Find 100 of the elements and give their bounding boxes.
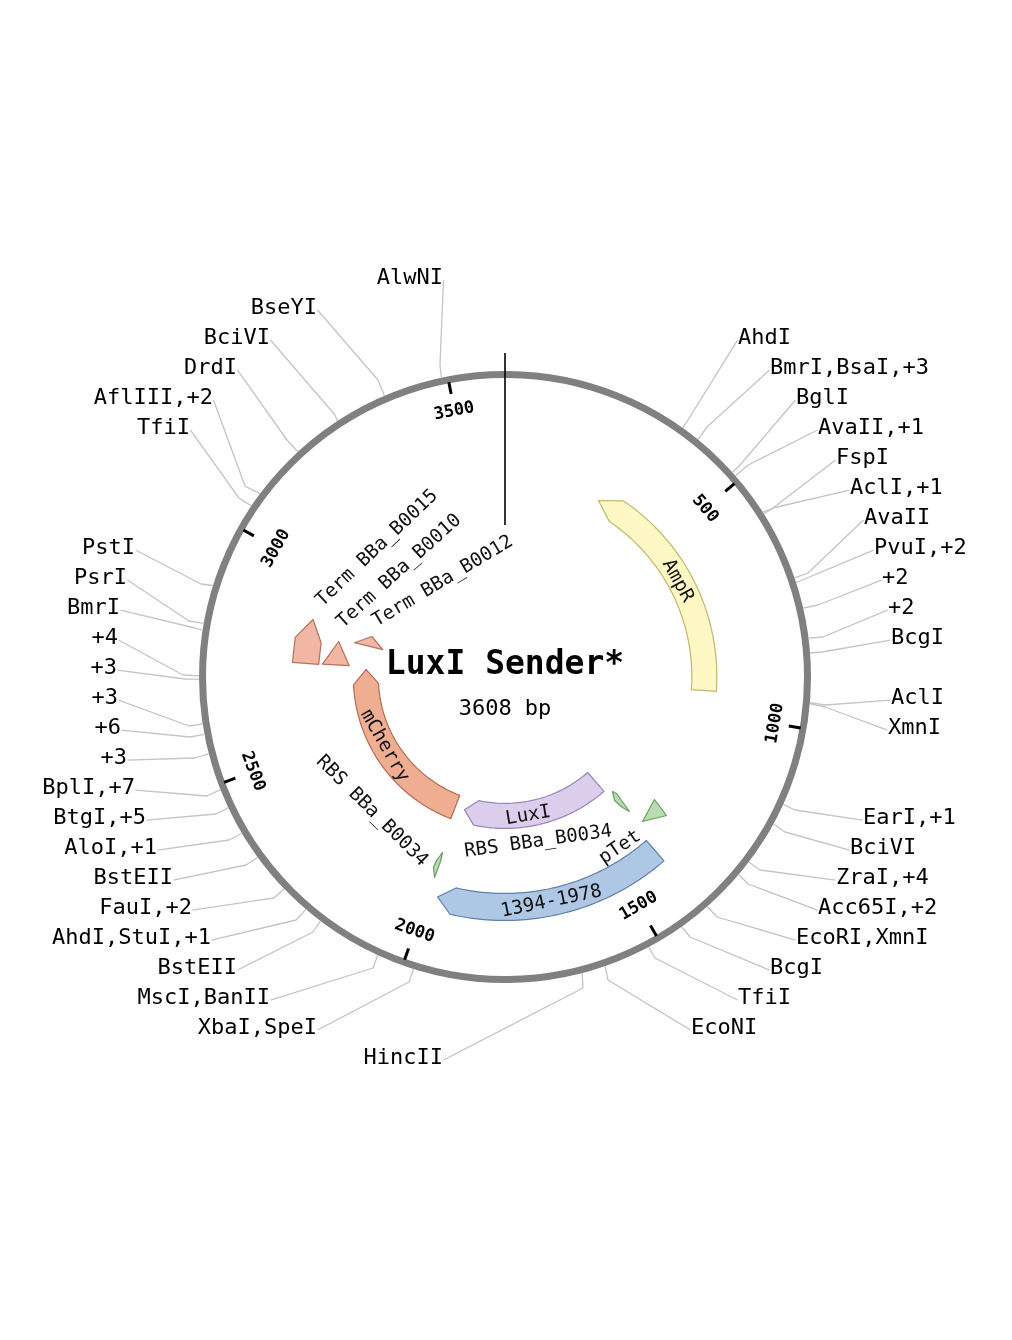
feature-label: LuxI bbox=[503, 799, 553, 828]
leader-line bbox=[809, 639, 892, 654]
site-label: DrdI bbox=[184, 354, 237, 380]
leader-line bbox=[116, 669, 200, 680]
site-label: HincII bbox=[363, 1044, 443, 1070]
leader-line bbox=[145, 807, 229, 821]
tick-label: 1000 bbox=[761, 701, 787, 746]
site-label: BmrI,BsaI,+3 bbox=[770, 354, 929, 380]
leader-line bbox=[772, 823, 851, 851]
leader-line bbox=[439, 279, 445, 379]
site-label: FauI,+2 bbox=[99, 894, 192, 920]
site-label: BcgI bbox=[770, 954, 823, 980]
site-label: AloI,+1 bbox=[64, 834, 157, 860]
site-label: EcoNI bbox=[691, 1014, 758, 1040]
site-label: BtgI,+5 bbox=[53, 804, 146, 830]
site-label: BmrI bbox=[67, 594, 120, 620]
site-label: BglI bbox=[796, 384, 849, 410]
leader-line bbox=[189, 429, 252, 507]
leader-line bbox=[236, 920, 322, 971]
leader-line bbox=[795, 549, 875, 584]
leader-line bbox=[126, 579, 205, 624]
leader-line bbox=[442, 972, 584, 1061]
leader-line bbox=[782, 803, 864, 821]
leader-line bbox=[682, 339, 739, 429]
leader-line bbox=[762, 489, 851, 513]
site-label: AflIII,+2 bbox=[93, 384, 213, 410]
site-label: +2 bbox=[882, 564, 909, 590]
tick-label: 2000 bbox=[392, 914, 438, 947]
leader-line bbox=[134, 549, 214, 587]
leader-line bbox=[706, 905, 797, 941]
map-title: LuxI Sender* bbox=[385, 644, 625, 682]
leader-line bbox=[126, 752, 210, 761]
leader-line bbox=[697, 369, 771, 441]
site-label: AclI bbox=[891, 684, 944, 710]
site-label: AhdI bbox=[738, 324, 791, 350]
leader-line bbox=[117, 639, 200, 677]
leader-line bbox=[191, 888, 285, 911]
leader-line bbox=[763, 459, 837, 515]
site-label: +6 bbox=[94, 714, 121, 740]
leader-line bbox=[809, 699, 892, 706]
site-label: AlwNI bbox=[376, 264, 443, 290]
site-label: BseYI bbox=[250, 294, 317, 320]
leader-line bbox=[748, 861, 837, 881]
site-label: PvuI,+2 bbox=[874, 534, 967, 560]
site-label: +3 bbox=[90, 654, 117, 680]
site-label: ZraI,+4 bbox=[836, 864, 929, 890]
site-label: +4 bbox=[91, 624, 118, 650]
site-label: AclI,+1 bbox=[850, 474, 943, 500]
leader-line bbox=[172, 856, 259, 881]
leader-line bbox=[734, 429, 819, 477]
feature-label: AmpR bbox=[659, 555, 700, 606]
site-label: PstI bbox=[82, 534, 135, 560]
leader-line bbox=[738, 873, 819, 911]
leader-line bbox=[807, 609, 889, 639]
tick-label: 3000 bbox=[256, 525, 293, 571]
site-label: +3 bbox=[100, 744, 127, 770]
leader-line bbox=[269, 339, 339, 422]
leader-line bbox=[648, 946, 739, 1001]
site-label: MscI,BanII bbox=[137, 984, 270, 1010]
site-label: EarI,+1 bbox=[863, 804, 956, 830]
site-label: FspI bbox=[836, 444, 889, 470]
site-label: TfiI bbox=[137, 414, 190, 440]
site-label: BciVI bbox=[203, 324, 270, 350]
leader-line bbox=[681, 926, 771, 971]
site-label: Acc65I,+2 bbox=[818, 894, 938, 920]
leader-line bbox=[120, 729, 206, 738]
leader-line bbox=[802, 579, 883, 609]
site-label: BstEII bbox=[157, 954, 237, 980]
site-label: +2 bbox=[888, 594, 915, 620]
leader-line bbox=[604, 965, 692, 1031]
length-label: 3608 bp bbox=[458, 695, 552, 721]
leader-line bbox=[269, 954, 379, 1001]
site-label: TfiI bbox=[738, 984, 791, 1010]
leader-line bbox=[212, 399, 261, 495]
tick-label: 2500 bbox=[238, 748, 270, 794]
leader-line bbox=[134, 789, 222, 797]
leader-line bbox=[210, 908, 307, 941]
leader-line bbox=[236, 369, 299, 453]
leader-line bbox=[156, 832, 243, 851]
leader-line bbox=[117, 699, 204, 727]
leader-line bbox=[316, 968, 415, 1031]
leader-line bbox=[731, 399, 797, 473]
site-label: BcgI bbox=[891, 624, 944, 650]
site-label: AvaII bbox=[864, 504, 931, 530]
leader-line bbox=[119, 609, 204, 631]
site-label: BplI,+7 bbox=[42, 774, 135, 800]
site-label: PsrI bbox=[74, 564, 127, 590]
site-label: XmnI bbox=[888, 714, 941, 740]
leader-line bbox=[793, 519, 865, 579]
site-label: EcoRI,XmnI bbox=[796, 924, 929, 950]
tick-label: 500 bbox=[689, 489, 724, 526]
tick-label: 3500 bbox=[432, 396, 476, 423]
leader-line bbox=[316, 309, 386, 397]
site-label: XbaI,SpeI bbox=[197, 1014, 317, 1040]
site-label: AhdI,StuI,+1 bbox=[52, 924, 211, 950]
site-label: AvaII,+1 bbox=[818, 414, 924, 440]
leader-line bbox=[809, 703, 889, 731]
site-label: +3 bbox=[91, 684, 118, 710]
site-label: BciVI bbox=[850, 834, 917, 860]
site-label: BstEII bbox=[93, 864, 173, 890]
